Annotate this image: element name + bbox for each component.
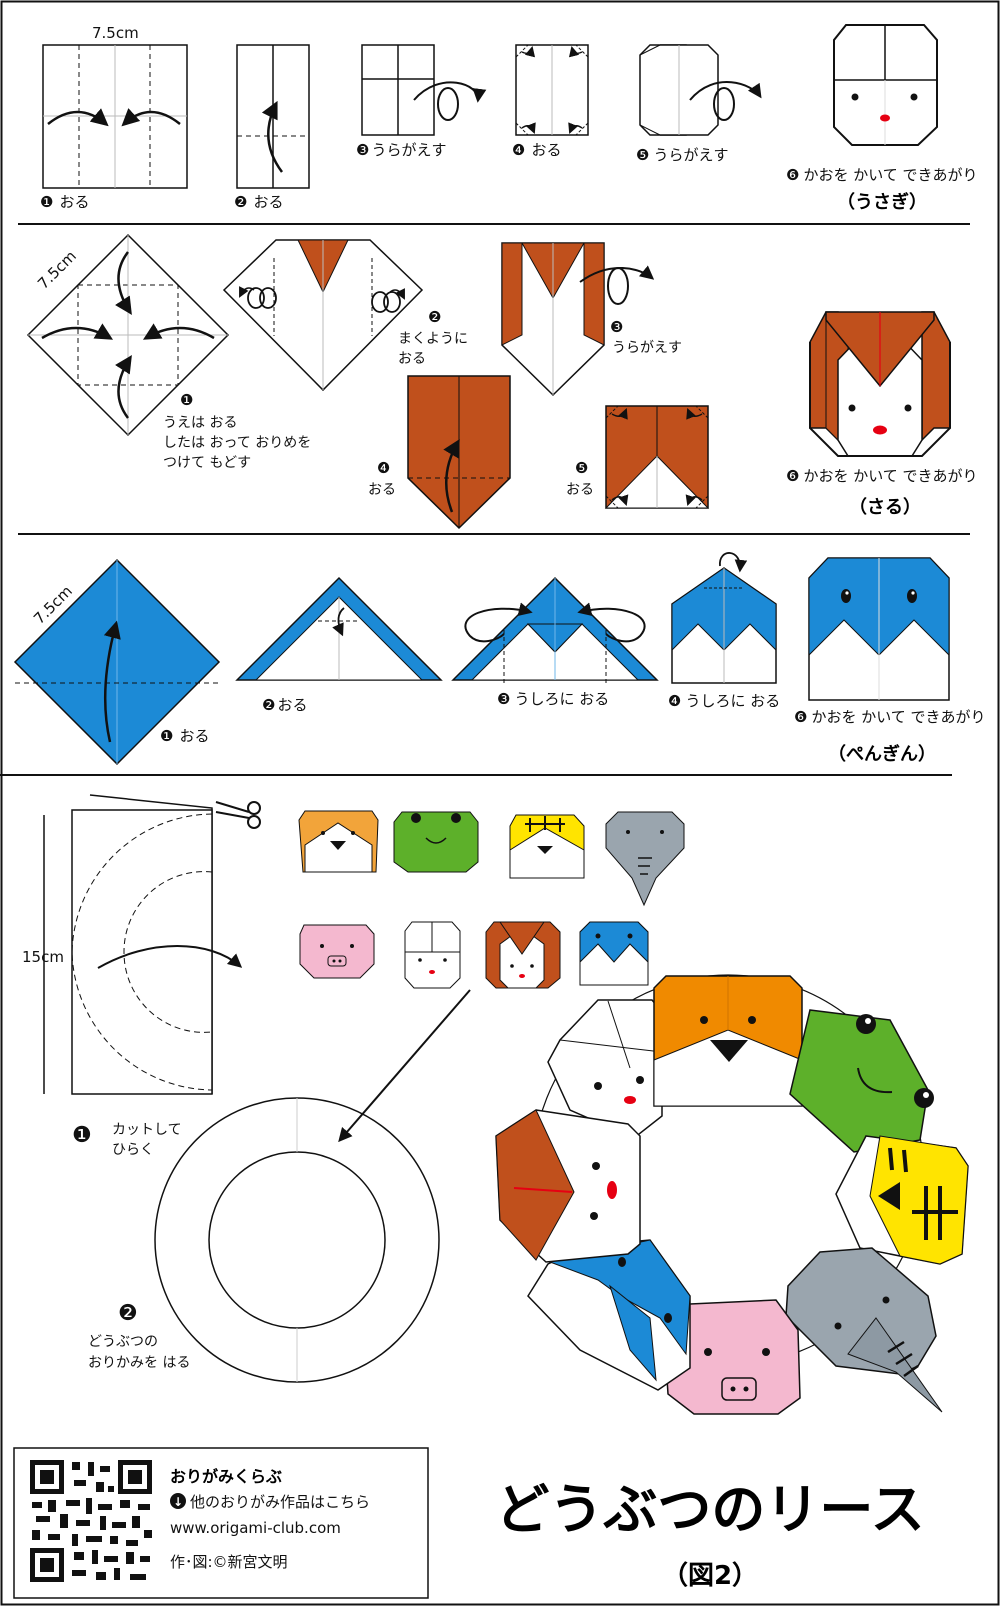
monkey-eye bbox=[904, 404, 912, 412]
rabbit-step2-diagram bbox=[236, 44, 310, 189]
rabbit-nose bbox=[880, 114, 890, 122]
wreath-step1-line2: ひらく bbox=[112, 1142, 154, 1158]
monkey-finished-diagram bbox=[809, 311, 951, 457]
page-subtitle: （図2） bbox=[662, 1561, 758, 1591]
site-link-text: 他のおりがみ作品はこちら bbox=[190, 1493, 370, 1511]
monkey-step1-line3: つけて もどす bbox=[163, 455, 251, 471]
monkey-step2-num: ❷ bbox=[428, 308, 441, 326]
monkey-step3-diagram bbox=[501, 242, 655, 397]
wreath-size-label: 15cm bbox=[22, 948, 64, 966]
site-name: おりがみくらぶ bbox=[170, 1467, 282, 1486]
pig-face-icon bbox=[299, 924, 375, 979]
wreath-pig-face bbox=[663, 1299, 801, 1415]
rabbit-size-label: 7.5cm bbox=[92, 24, 139, 42]
wreath-section: 15cm ❶ カットして ひらく ❷ どうぶつの おりかみを はる bbox=[22, 794, 969, 1415]
monkey-step5-num: ❺ bbox=[575, 459, 588, 477]
site-url[interactable]: www.origami-club.com bbox=[170, 1519, 341, 1537]
penguin-face-icon bbox=[579, 921, 649, 986]
wreath-ring-diagram bbox=[154, 989, 471, 1383]
monkey-step5-diagram bbox=[604, 405, 710, 509]
author-credit: 作･図:©新宮文明 bbox=[170, 1553, 288, 1571]
wreath-step1-num: ❶ bbox=[72, 1123, 92, 1148]
down-arrow-icon bbox=[170, 1493, 186, 1509]
monkey-step4-num: ❹ bbox=[377, 459, 390, 477]
monkey-name: （さる） bbox=[849, 497, 921, 518]
tiger-face-icon bbox=[509, 814, 585, 879]
site-link[interactable]: ↓ 他のおりがみ作品はこちら bbox=[170, 1493, 370, 1511]
animal-wreath bbox=[495, 974, 969, 1415]
monkey-step4-diagram bbox=[407, 375, 511, 530]
monkey-step2-diagram bbox=[222, 239, 424, 392]
monkey-face-icon bbox=[485, 921, 561, 989]
monkey-step3-num: ❸ bbox=[610, 318, 623, 336]
dog-face-icon bbox=[298, 810, 379, 873]
wreath-elephant-face bbox=[785, 1247, 943, 1413]
frog-face-icon bbox=[393, 811, 479, 873]
rabbit-finished-diagram bbox=[833, 24, 938, 146]
wreath-step2-line2: おりかみを はる bbox=[88, 1355, 190, 1371]
rabbit-step1-diagram: 7.5cm bbox=[42, 24, 188, 189]
footer-section: おりがみくらぶ ↓ 他のおりがみ作品はこちら www.origami-club.… bbox=[13, 1447, 925, 1599]
penguin-finished-diagram bbox=[808, 557, 950, 701]
monkey-step4-text: おる bbox=[368, 482, 396, 498]
wreath-step1-line1: カットして bbox=[112, 1122, 182, 1138]
penguin-step4-diagram bbox=[671, 552, 777, 684]
penguin-name: （ぺんぎん） bbox=[828, 743, 936, 765]
monkey-step2-line2: おる bbox=[398, 351, 426, 367]
monkey-nose bbox=[873, 425, 887, 435]
monkey-step3-text: うらがえす bbox=[612, 340, 682, 356]
wreath-step2-line1: どうぶつの bbox=[88, 1334, 158, 1350]
penguin-eye bbox=[907, 589, 917, 603]
rabbit-step3-diagram bbox=[361, 44, 487, 136]
rabbit-eye bbox=[851, 93, 859, 101]
qr-code[interactable] bbox=[30, 1460, 152, 1582]
wreath-frog-face bbox=[789, 1009, 934, 1153]
monkey-size-label: 7.5cm bbox=[34, 247, 80, 293]
monkey-step1-line2: したは おって おりめを bbox=[163, 435, 311, 451]
scissors-icon bbox=[215, 801, 261, 829]
rabbit-step5-diagram bbox=[639, 44, 762, 136]
monkey-step1-num: ❶ bbox=[180, 391, 193, 409]
monkey-step1-line1: うえは おる bbox=[163, 415, 237, 431]
monkey-step2-line1: まくように bbox=[398, 331, 468, 347]
rabbit-step4-diagram bbox=[515, 44, 589, 136]
page-title: どうぶつのリース bbox=[495, 1478, 924, 1541]
rabbit-name: （うさぎ） bbox=[837, 191, 927, 213]
penguin-step2-diagram bbox=[235, 576, 443, 681]
penguin-eye bbox=[841, 589, 851, 603]
wreath-monkey-face bbox=[495, 1109, 641, 1263]
wreath-penguin-face bbox=[527, 1239, 691, 1391]
penguin-step3-diagram bbox=[451, 576, 659, 684]
rabbit-eye bbox=[910, 93, 918, 101]
elephant-face-icon bbox=[605, 811, 685, 907]
wreath-dog-face bbox=[653, 975, 803, 1107]
monkey-step5-text: おる bbox=[566, 482, 594, 498]
down-arrow-glyph: ↓ bbox=[173, 1495, 183, 1509]
wreath-step1-diagram: 15cm bbox=[22, 794, 261, 1095]
monkey-step1-diagram: 7.5cm bbox=[26, 233, 230, 437]
monkey-section: 7.5cm ❶ うえは おる したは おって おりめを つけて もどす ❷ まく… bbox=[26, 233, 978, 530]
monkey-eye bbox=[848, 404, 856, 412]
wreath-step2-num: ❷ bbox=[118, 1301, 138, 1326]
wreath-tiger-face bbox=[835, 1135, 969, 1265]
rabbit-face-icon bbox=[404, 921, 461, 989]
